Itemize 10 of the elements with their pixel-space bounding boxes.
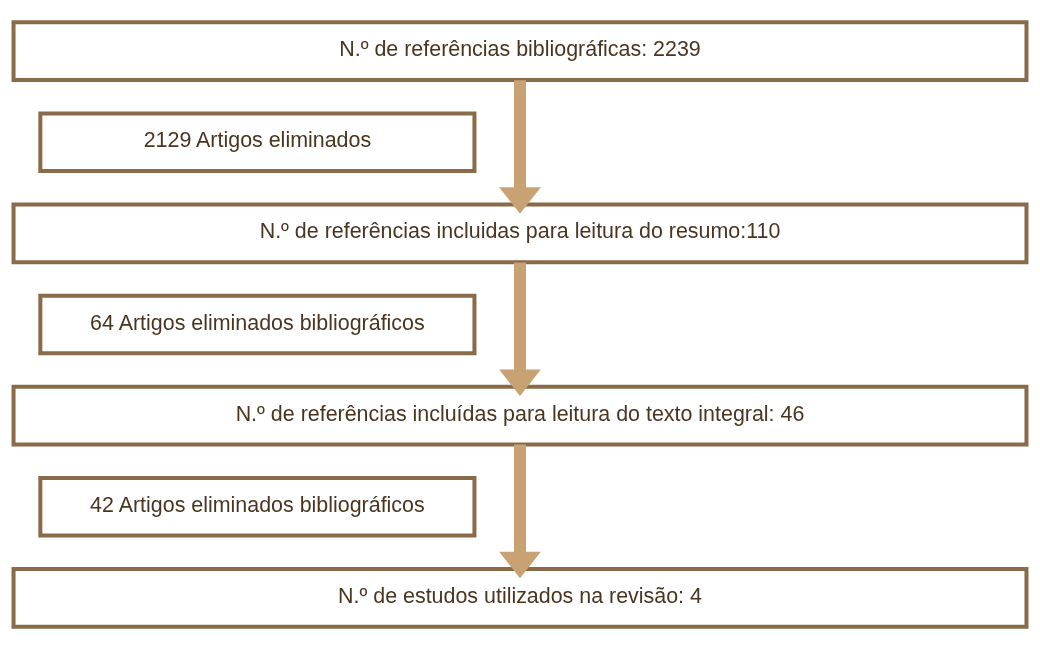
node-box: N.º de referências incluidas para leitura do resumo:110 <box>11 202 1029 265</box>
node-box: 42 Artigos eliminados bibliográficos <box>38 475 477 538</box>
node-box: N.º de estudos utilizados na revisão: 4 <box>11 567 1029 629</box>
arrow <box>499 444 541 579</box>
node-box: 2129 Artigos eliminados <box>38 111 477 174</box>
node-box: 64 Artigos eliminados bibliográficos <box>38 293 477 356</box>
node-box: N.º de referências bibliográficas: 2239 <box>11 20 1029 82</box>
arrow <box>499 80 541 214</box>
arrow <box>499 262 541 397</box>
node-box: N.º de referências incluídas para leitura do texto integral: 46 <box>11 384 1029 447</box>
